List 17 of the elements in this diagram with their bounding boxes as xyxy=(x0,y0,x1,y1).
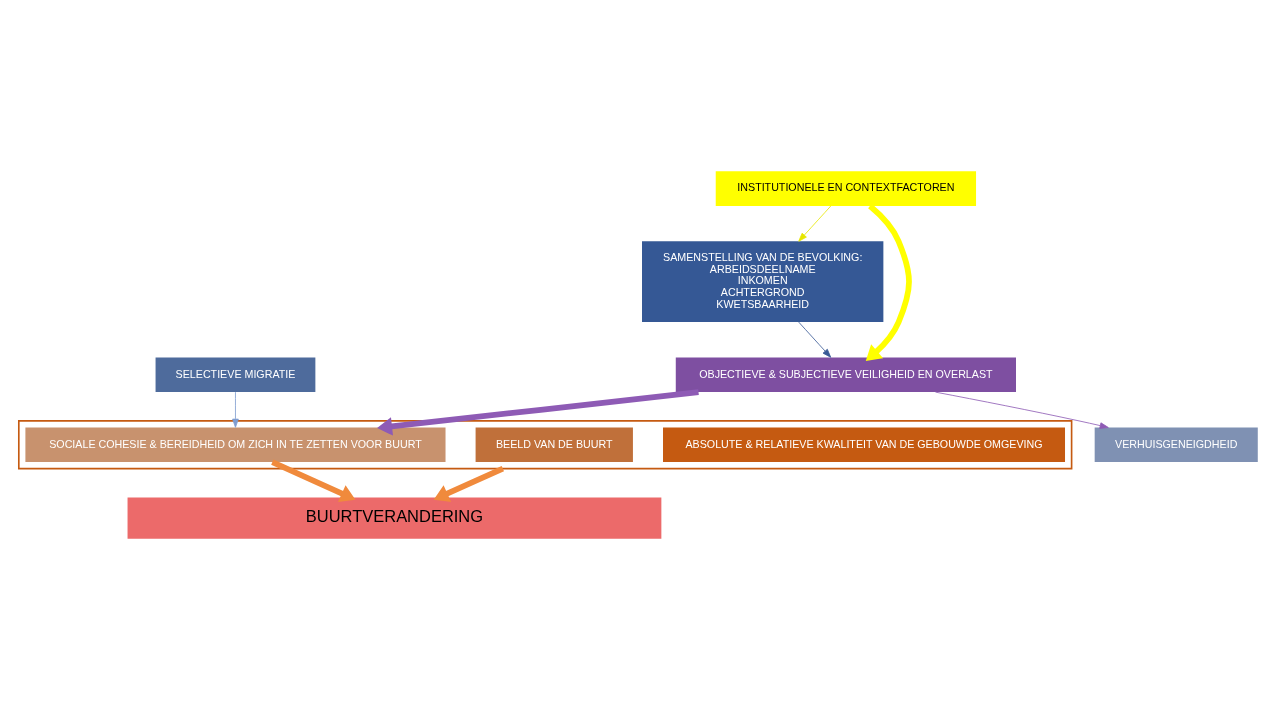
node-box: VERHUISGENEIGDHEID xyxy=(1094,427,1258,462)
node-box: SELECTIEVE MIGRATIE xyxy=(155,356,316,392)
node-box: BEELD VAN DE BUURT xyxy=(475,427,633,462)
node-box: INSTITUTIONELE EN CONTEXTFACTOREN xyxy=(715,170,977,206)
node-box: SOCIALE COHESIE & BEREIDHEID OM ZICH IN TE ZETTEN VOOR BUURT xyxy=(25,427,446,462)
node-box: SAMENSTELLING VAN DE BEVOLKING: ARBEIDSDEELNAME INKOMEN ACHTERGROND KWETSBAARHEID xyxy=(642,240,884,322)
arrow xyxy=(798,205,832,242)
arrow xyxy=(433,465,505,502)
arrow xyxy=(271,459,356,502)
arrow xyxy=(232,391,239,428)
node-box: OBJECTIEVE & SUBJECTIEVE VEILIGHEID EN OVERLAST xyxy=(675,356,1016,392)
node-box: ABSOLUTE & RELATIEVE KWALITEIT VAN DE GEBOUWDE OMGEVING xyxy=(663,427,1065,462)
arrow xyxy=(865,203,912,361)
node-box: BUURTVERANDERING xyxy=(127,497,662,539)
arrow xyxy=(798,321,832,358)
arrow xyxy=(377,388,699,436)
arrow xyxy=(935,391,1109,429)
